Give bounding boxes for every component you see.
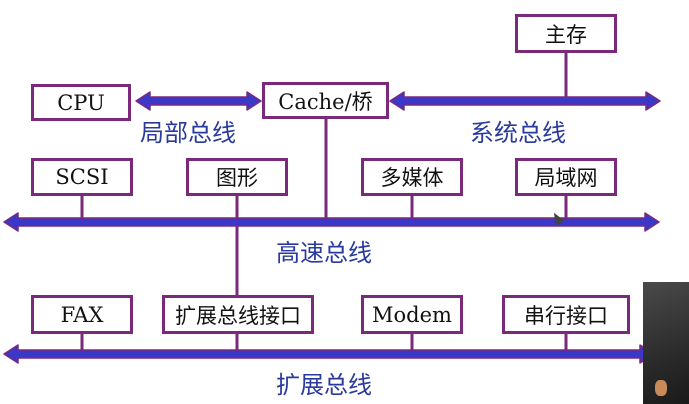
- local-bus-label: 局部总线: [140, 119, 236, 147]
- cache-bridge-box: Cache/桥: [262, 82, 389, 119]
- cpu-box: CPU: [31, 84, 131, 121]
- high-speed-bus-arrow: [3, 212, 660, 232]
- modem-box: Modem: [361, 295, 463, 334]
- high-speed-bus-label: 高速总线: [276, 239, 372, 267]
- fax-box: FAX: [31, 295, 133, 334]
- local-bus-arrow: [135, 91, 262, 111]
- system-bus-label: 系统总线: [470, 119, 566, 147]
- expansion-bus-interface-box: 扩展总线接口: [162, 295, 314, 334]
- presenter-video-thumbnail: [643, 282, 689, 404]
- system-bus-arrow: [389, 91, 661, 111]
- main-memory-box: 主存: [515, 14, 617, 53]
- scsi-box: SCSI: [31, 158, 133, 196]
- serial-interface-box: 串行接口: [502, 295, 630, 334]
- lan-box: 局域网: [515, 158, 617, 196]
- expansion-bus-label: 扩展总线: [276, 371, 372, 399]
- multimedia-box: 多媒体: [361, 158, 463, 196]
- expansion-bus-arrow: [3, 344, 655, 364]
- presenter-face: [655, 380, 667, 396]
- graphics-box: 图形: [186, 158, 288, 196]
